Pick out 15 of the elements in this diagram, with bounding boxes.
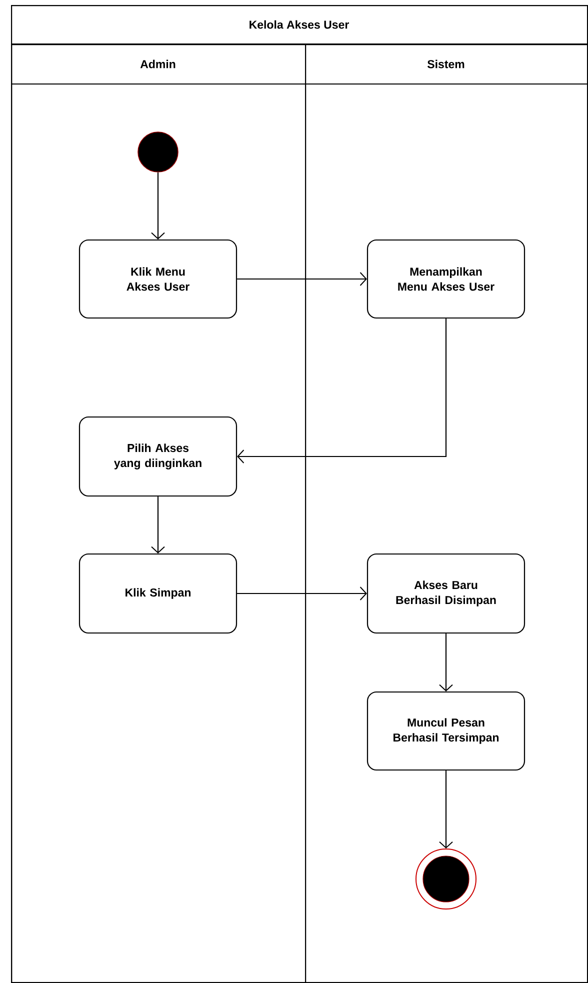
arrow [151, 172, 165, 240]
action-box: Klik Menu Akses User [78, 239, 238, 319]
arrow [151, 496, 165, 554]
start-node [138, 132, 178, 172]
action-box: Menampilkan Menu Akses User [366, 239, 526, 319]
action-box: Muncul Pesan Berhasil Tersimpan [366, 691, 526, 771]
arrow [439, 634, 453, 692]
action-box: Akses Baru Berhasil Disimpan [366, 553, 526, 634]
arrow [439, 770, 453, 848]
arrow [237, 272, 367, 286]
arrow [237, 586, 367, 600]
action-box: Klik Simpan [78, 553, 238, 634]
end-node [416, 848, 476, 910]
action-box: Pilih Akses yang diinginkan [78, 416, 238, 497]
arrow [237, 318, 447, 464]
